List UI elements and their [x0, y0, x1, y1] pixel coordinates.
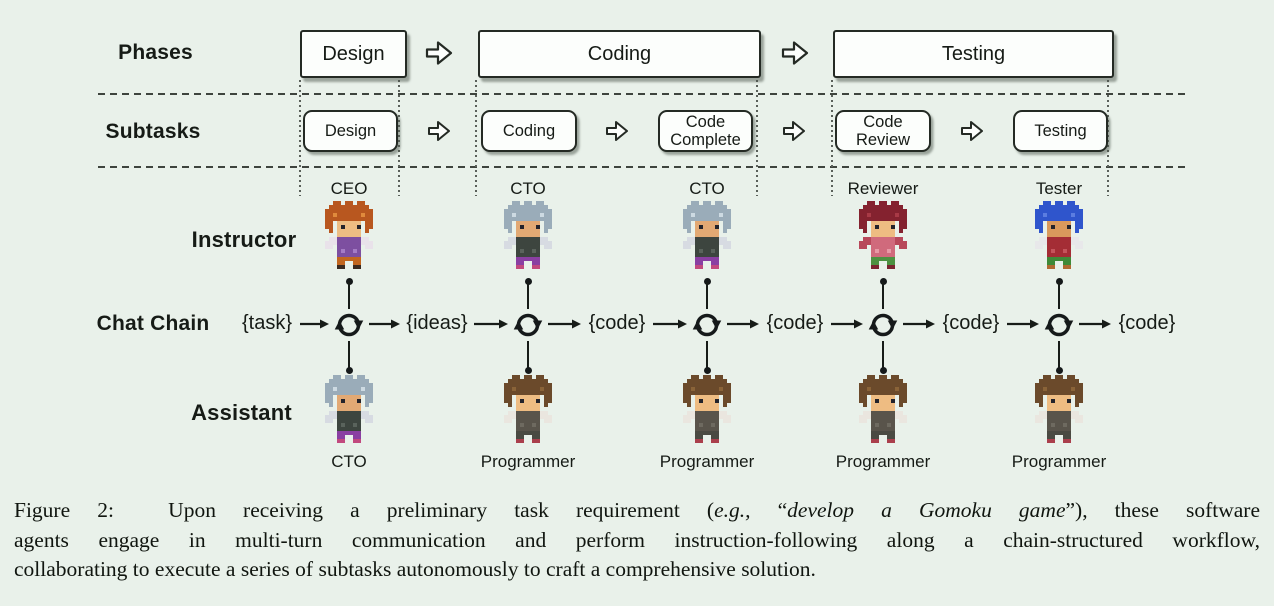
instructor-role-label: Reviewer [847, 179, 919, 198]
endpoint-dot [524, 366, 532, 374]
endpoint-dot [345, 366, 353, 374]
dialogue-link-line [347, 282, 351, 309]
dialogue-link-line [705, 282, 709, 309]
dialogue-link-line [881, 282, 885, 309]
phase-column-guide [831, 80, 833, 196]
hollow-right-arrow-icon [781, 41, 809, 65]
caption-text: Figure 2: Upon receiving a preliminary t… [14, 498, 715, 522]
hollow-right-arrow-icon [783, 121, 805, 141]
caption-line: agents engage in multi-turn communicatio… [14, 527, 1260, 552]
subtask-box-design: Design [303, 110, 398, 152]
programmer-agent-sprite [1031, 375, 1087, 447]
right-arrow-icon [1079, 317, 1111, 331]
phases-row-label: Phases [118, 41, 193, 64]
right-arrow-icon [653, 317, 687, 331]
subtask-box-code-review: Code Review [835, 110, 931, 152]
subtask-box-coding: Coding [481, 110, 577, 152]
endpoint-dot [345, 277, 353, 285]
cycle-arrows-icon [866, 307, 900, 348]
assistant-role-label: Programmer [659, 452, 755, 471]
dialogue-link-line [347, 341, 351, 368]
right-arrow-icon [903, 317, 935, 331]
cto-agent-sprite [500, 201, 556, 273]
row-divider-top [98, 93, 1187, 95]
hollow-right-arrow-icon [961, 121, 983, 141]
phase-box-testing: Testing [833, 30, 1114, 78]
hollow-right-arrow-icon [606, 121, 628, 141]
cto-agent-sprite [679, 201, 735, 273]
caption-line: collaborating to execute a series of sub… [14, 557, 816, 581]
chain-message-token: {ideas} [406, 312, 468, 334]
chain-message-token: {code} [942, 312, 1000, 334]
assistant-role-label: Programmer [480, 452, 576, 471]
phase-column-guide [299, 80, 301, 196]
endpoint-dot [524, 277, 532, 285]
right-arrow-icon [727, 317, 759, 331]
endpoint-dot [879, 366, 887, 374]
cto-agent-sprite [321, 375, 377, 447]
endpoint-dot [1055, 366, 1063, 374]
programmer-agent-sprite [855, 375, 911, 447]
instructor-role-label: CTO [689, 179, 725, 198]
instructor-row-label: Instructor [191, 227, 297, 252]
phase-column-guide [756, 80, 758, 196]
subtask-box-testing: Testing [1013, 110, 1108, 152]
caption-italic: develop a Gomoku game [787, 498, 1066, 522]
instructor-role-label: CTO [510, 179, 546, 198]
caption-text: ”), these software [1065, 498, 1261, 522]
dialogue-link-line [881, 341, 885, 368]
endpoint-dot [1055, 277, 1063, 285]
caption-italic: e.g., [714, 498, 751, 522]
dialogue-link-line [526, 282, 530, 309]
dialogue-link-line [526, 341, 530, 368]
right-arrow-icon [548, 317, 581, 331]
endpoint-dot [879, 277, 887, 285]
tester-agent-sprite [1031, 201, 1087, 273]
row-divider-bottom [98, 166, 1187, 168]
chain-message-token: {code} [1118, 312, 1176, 334]
reviewer-agent-sprite [855, 201, 911, 273]
chain-message-token: {task} [241, 312, 293, 334]
phase-box-coding: Coding [478, 30, 761, 78]
endpoint-dot [703, 277, 711, 285]
right-arrow-icon [300, 317, 329, 331]
hollow-right-arrow-icon [425, 41, 453, 65]
assistant-role-label: CTO [331, 452, 367, 471]
right-arrow-icon [369, 317, 400, 331]
dialogue-link-line [1057, 282, 1061, 309]
dialogue-link-line [705, 341, 709, 368]
phase-column-guide [475, 80, 477, 196]
dialogue-link-line [1057, 341, 1061, 368]
instructor-role-label: Tester [1035, 179, 1083, 198]
workflow-diagram: Phases Subtasks Instructor Chat Chain As… [96, 30, 1187, 471]
hollow-right-arrow-icon [428, 121, 450, 141]
caption-text: “ [750, 498, 788, 522]
cycle-arrows-icon [332, 307, 366, 348]
programmer-agent-sprite [500, 375, 556, 447]
cycle-arrows-icon [511, 307, 545, 348]
chat-chain-row-label: Chat Chain [96, 312, 210, 335]
cycle-arrows-icon [1042, 307, 1076, 348]
subtasks-row-label: Subtasks [105, 120, 201, 143]
assistant-role-label: Programmer [1011, 452, 1107, 471]
chain-message-token: {code} [766, 312, 824, 334]
right-arrow-icon [831, 317, 863, 331]
assistant-row-label: Assistant [191, 400, 292, 425]
assistant-role-label: Programmer [835, 452, 931, 471]
cycle-arrows-icon [690, 307, 724, 348]
chain-message-token: {code} [588, 312, 646, 334]
phase-column-guide [398, 80, 400, 196]
caption-line: Figure 2: Upon receiving a preliminary t… [14, 496, 1260, 526]
subtask-box-code-complete: Code Complete [658, 110, 753, 152]
right-arrow-icon [474, 317, 508, 331]
programmer-agent-sprite [679, 375, 735, 447]
phase-box-design: Design [300, 30, 407, 78]
instructor-role-label: CEO [330, 179, 368, 198]
figure-caption: Figure 2: Upon receiving a preliminary t… [14, 496, 1260, 585]
right-arrow-icon [1007, 317, 1039, 331]
endpoint-dot [703, 366, 711, 374]
ceo-agent-sprite [321, 201, 377, 273]
